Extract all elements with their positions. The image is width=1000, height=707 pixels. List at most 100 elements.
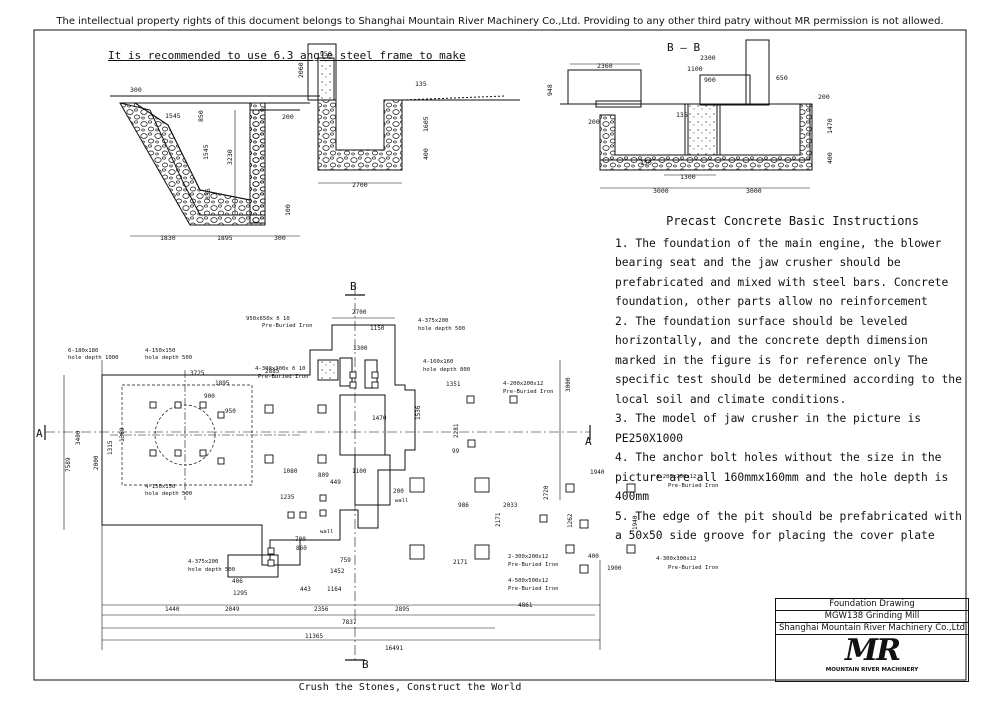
svg-text:hole depth 800: hole depth 800 — [423, 367, 470, 373]
svg-text:4-375x200: 4-375x200 — [188, 559, 218, 565]
svg-text:2060: 2060 — [297, 62, 305, 78]
svg-text:950: 950 — [320, 50, 332, 58]
dim-label: 300 — [130, 86, 142, 94]
svg-text:2033: 2033 — [503, 502, 518, 509]
svg-text:hole depth 1000: hole depth 1000 — [68, 355, 119, 361]
svg-text:1545: 1545 — [202, 144, 210, 160]
svg-text:135: 135 — [676, 111, 688, 119]
cut-labels: B B A A — [36, 280, 592, 671]
anchor-holes — [149, 371, 636, 574]
svg-text:1262: 1262 — [567, 513, 574, 528]
svg-text:1295: 1295 — [233, 590, 248, 597]
recommendation-note: It is recommended to use 6.3 angle steel… — [108, 49, 466, 62]
svg-text:2885: 2885 — [265, 368, 280, 375]
plan-view — [45, 285, 590, 660]
svg-text:3400: 3400 — [75, 430, 82, 445]
logo-subtitle: MOUNTAIN RIVER MACHINERY — [825, 667, 919, 673]
svg-text:Pre-Buried Iron: Pre-Buried Iron — [262, 323, 313, 329]
svg-text:hole depth 500: hole depth 500 — [145, 491, 192, 497]
svg-text:7589: 7589 — [65, 457, 72, 472]
svg-text:A: A — [36, 427, 43, 440]
svg-text:3000: 3000 — [746, 187, 762, 195]
svg-text:Pre-Buried Iron: Pre-Buried Iron — [508, 586, 559, 592]
svg-text:200: 200 — [282, 113, 294, 121]
svg-text:hole depth 500: hole depth 500 — [418, 326, 465, 332]
svg-text:200: 200 — [588, 118, 600, 126]
svg-text:1315: 1315 — [107, 440, 114, 455]
title-block: Foundation Drawing MGW138 Grinding Mill … — [775, 598, 969, 682]
svg-text:986: 986 — [458, 502, 469, 509]
svg-text:4-300x300x δ 10: 4-300x300x δ 10 — [255, 366, 306, 372]
svg-text:3725: 3725 — [190, 370, 205, 377]
cut-marks — [44, 294, 591, 661]
svg-text:443: 443 — [300, 586, 311, 593]
svg-text:4-300x300x12: 4-300x300x12 — [656, 556, 696, 562]
svg-text:850: 850 — [197, 110, 205, 122]
svg-text:2700: 2700 — [352, 309, 367, 316]
svg-text:1150: 1150 — [370, 325, 385, 332]
instructions-title: Precast Concrete Basic Instructions — [666, 214, 919, 228]
svg-text:400: 400 — [826, 152, 834, 164]
instruction-item: 4. The anchor bolt holes without the siz… — [615, 451, 949, 503]
svg-text:4-200x200x12: 4-200x200x12 — [656, 474, 696, 480]
svg-text:1900: 1900 — [607, 565, 622, 572]
svg-text:1470: 1470 — [826, 118, 834, 134]
svg-text:1100: 1100 — [687, 65, 703, 73]
left-section-view — [110, 43, 520, 226]
svg-text:150: 150 — [640, 159, 652, 167]
svg-text:1080: 1080 — [283, 468, 298, 475]
svg-text:809: 809 — [318, 472, 329, 479]
svg-text:1536: 1536 — [415, 405, 422, 420]
svg-text:wall: wall — [395, 498, 408, 504]
svg-text:3000: 3000 — [565, 377, 572, 392]
svg-text:1100: 1100 — [352, 468, 367, 475]
svg-text:2720: 2720 — [543, 485, 550, 500]
svg-text:1360: 1360 — [119, 427, 126, 442]
svg-text:7837: 7837 — [342, 619, 357, 626]
svg-text:1452: 1452 — [330, 568, 345, 575]
svg-text:4-150x150: 4-150x150 — [145, 348, 175, 354]
plan-callouts: 950x650x δ 10 Pre-Buried Iron 4-375x200 … — [68, 316, 719, 592]
section-bb-title: B — B — [667, 41, 700, 54]
svg-text:hole depth 500: hole depth 500 — [188, 567, 235, 573]
svg-text:4-500x500x12: 4-500x500x12 — [508, 578, 548, 584]
company-name: Shanghai Mountain River Machinery Co.,Lt… — [776, 623, 968, 635]
section-bb-dimlines — [570, 63, 810, 189]
svg-text:2300: 2300 — [700, 54, 716, 62]
sheet-border — [33, 29, 967, 681]
svg-text:1605: 1605 — [422, 116, 430, 132]
ip-notice: The intellectual property rights of this… — [56, 16, 944, 27]
drawing-name: Foundation Drawing — [776, 599, 968, 611]
company-logo: MR MOUNTAIN RIVER MACHINERY — [776, 635, 968, 681]
svg-text:Pre-Buried Iron: Pre-Buried Iron — [503, 389, 554, 395]
left-section-dimensions: 300 1545 850 1545 3230 835 100 1830 1895… — [130, 50, 430, 242]
svg-text:1940: 1940 — [632, 515, 639, 530]
svg-text:A: A — [585, 435, 592, 448]
svg-text:Pre-Buried Iron: Pre-Buried Iron — [508, 562, 559, 568]
svg-text:400: 400 — [588, 553, 599, 560]
svg-text:1830: 1830 — [160, 234, 176, 242]
left-dimension-lines — [130, 110, 402, 237]
svg-text:900: 900 — [704, 76, 716, 84]
instruction-item: 1. The foundation of the main engine, th… — [615, 236, 949, 309]
svg-text:2356: 2356 — [314, 606, 329, 613]
svg-text:Pre-Buried Iron: Pre-Buried Iron — [258, 374, 309, 380]
svg-text:1440: 1440 — [165, 606, 180, 613]
svg-text:99: 99 — [452, 448, 460, 455]
svg-text:700: 700 — [295, 536, 306, 543]
svg-text:2049: 2049 — [225, 606, 240, 613]
svg-text:835: 835 — [204, 188, 212, 200]
callout-text: 950x650x δ 10 — [246, 316, 290, 322]
svg-text:1235: 1235 — [280, 494, 295, 501]
plan-dimensions: 2700 1150 1300 3000 7589 3400 2000 1315 … — [65, 309, 639, 652]
plan-dimension-lines — [63, 317, 601, 650]
svg-text:1940: 1940 — [590, 469, 605, 476]
svg-text:1300: 1300 — [680, 173, 696, 181]
svg-text:2171: 2171 — [453, 559, 468, 566]
svg-text:16491: 16491 — [385, 645, 403, 652]
svg-text:4-200x200x12: 4-200x200x12 — [503, 381, 543, 387]
logo-mark: MR — [844, 633, 901, 668]
svg-text:100: 100 — [284, 204, 292, 216]
svg-text:860: 860 — [296, 545, 307, 552]
section-bb-view — [560, 39, 813, 171]
